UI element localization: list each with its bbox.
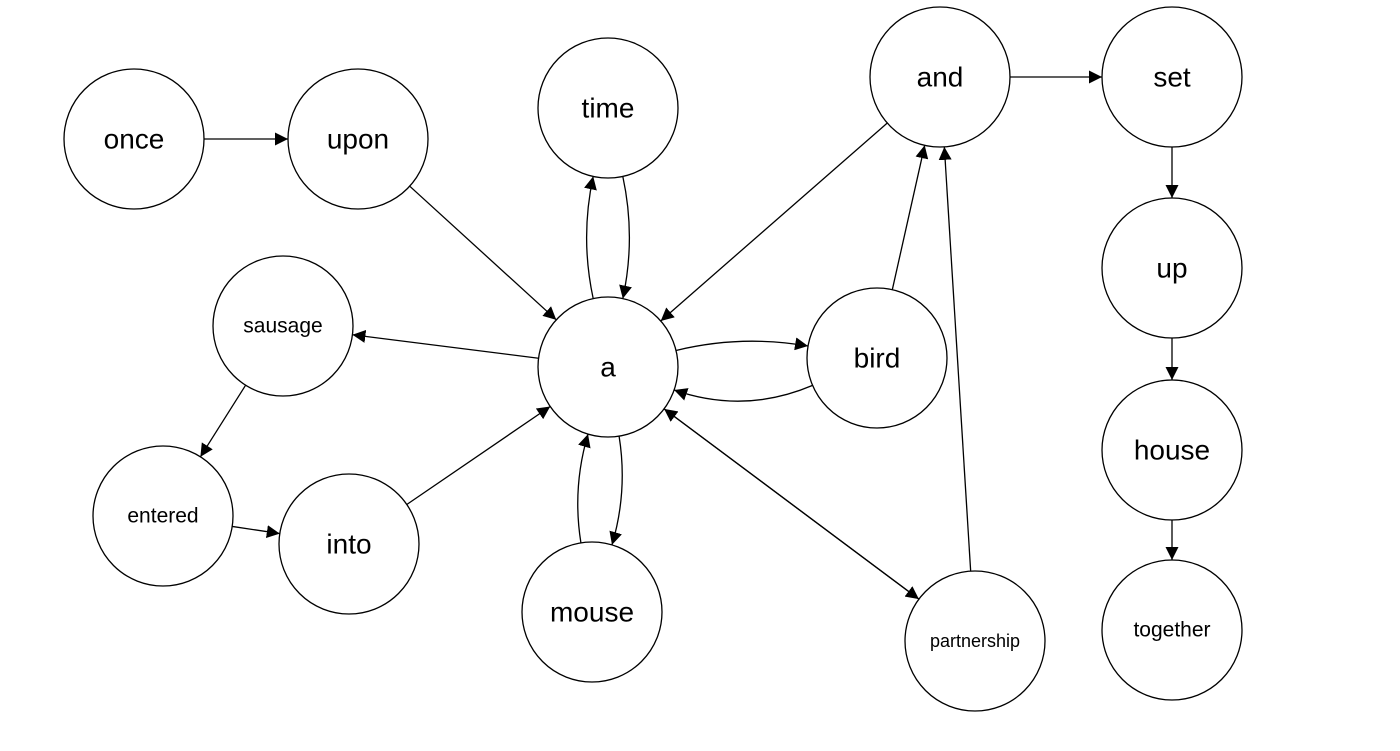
node-circle — [806, 287, 948, 429]
nodes-layer: once upon time and set up house together sausage… — [63, 6, 1243, 712]
node-circle — [212, 255, 354, 397]
edge-partnership-to-a — [663, 408, 920, 600]
edge-time-to-a — [619, 176, 632, 299]
node-circle — [63, 68, 205, 210]
node-label: together — [1133, 619, 1210, 642]
node-circle — [869, 6, 1011, 148]
node-circle — [287, 68, 429, 210]
node-label: upon — [327, 124, 389, 155]
edge-bird-to-a — [673, 384, 813, 402]
node-bird: bird — [806, 287, 948, 429]
node-circle — [278, 473, 420, 615]
node-house: house — [1101, 379, 1243, 521]
edge-entered-to-into — [232, 525, 280, 539]
edge-a-to-sausage — [352, 329, 539, 359]
node-mouse: mouse — [521, 541, 663, 683]
node-circle — [1101, 559, 1243, 701]
node-label: house — [1134, 435, 1210, 466]
edges-layer — [199, 70, 1179, 600]
node-once: once — [63, 68, 205, 210]
node-circle — [92, 445, 234, 587]
edge-into-to-a — [406, 405, 551, 506]
node-together: together — [1101, 559, 1243, 701]
node-circle — [904, 570, 1046, 712]
edge-bird-to-and — [891, 145, 929, 290]
node-label: mouse — [550, 597, 634, 628]
node-upon: upon — [287, 68, 429, 210]
node-circle — [537, 37, 679, 179]
node-label: sausage — [243, 315, 322, 338]
node-circle — [521, 541, 663, 683]
edge-a-to-mouse — [609, 436, 623, 546]
node-circle — [537, 296, 679, 438]
node-circle — [1101, 197, 1243, 339]
node-entered: entered — [92, 445, 234, 587]
node-and: and — [869, 6, 1011, 148]
node-label: time — [582, 93, 635, 124]
node-partnership: partnership — [904, 570, 1046, 712]
node-a: a — [537, 296, 679, 438]
node-set: set — [1101, 6, 1243, 148]
node-label: bird — [854, 343, 901, 374]
node-circle — [1101, 379, 1243, 521]
node-time: time — [537, 37, 679, 179]
node-label: a — [600, 352, 616, 383]
edge-upon-to-a — [409, 185, 557, 321]
edge-sausage-to-entered — [199, 384, 247, 458]
node-up: up — [1101, 197, 1243, 339]
node-sausage: sausage — [212, 255, 354, 397]
edge-mouse-to-a — [577, 433, 591, 543]
node-circle — [1101, 6, 1243, 148]
node-label: up — [1156, 253, 1187, 284]
edge-and-to-a — [660, 122, 888, 322]
node-label: partnership — [930, 631, 1020, 651]
node-into: into — [278, 473, 420, 615]
node-label: entered — [127, 505, 198, 528]
edge-partnership-to-and — [938, 146, 972, 572]
node-label: and — [917, 62, 964, 93]
node-label: into — [326, 529, 371, 560]
edge-a-to-time — [584, 176, 597, 299]
edge-a-to-bird — [675, 337, 809, 352]
node-label: set — [1153, 62, 1191, 93]
node-label: once — [104, 124, 165, 155]
